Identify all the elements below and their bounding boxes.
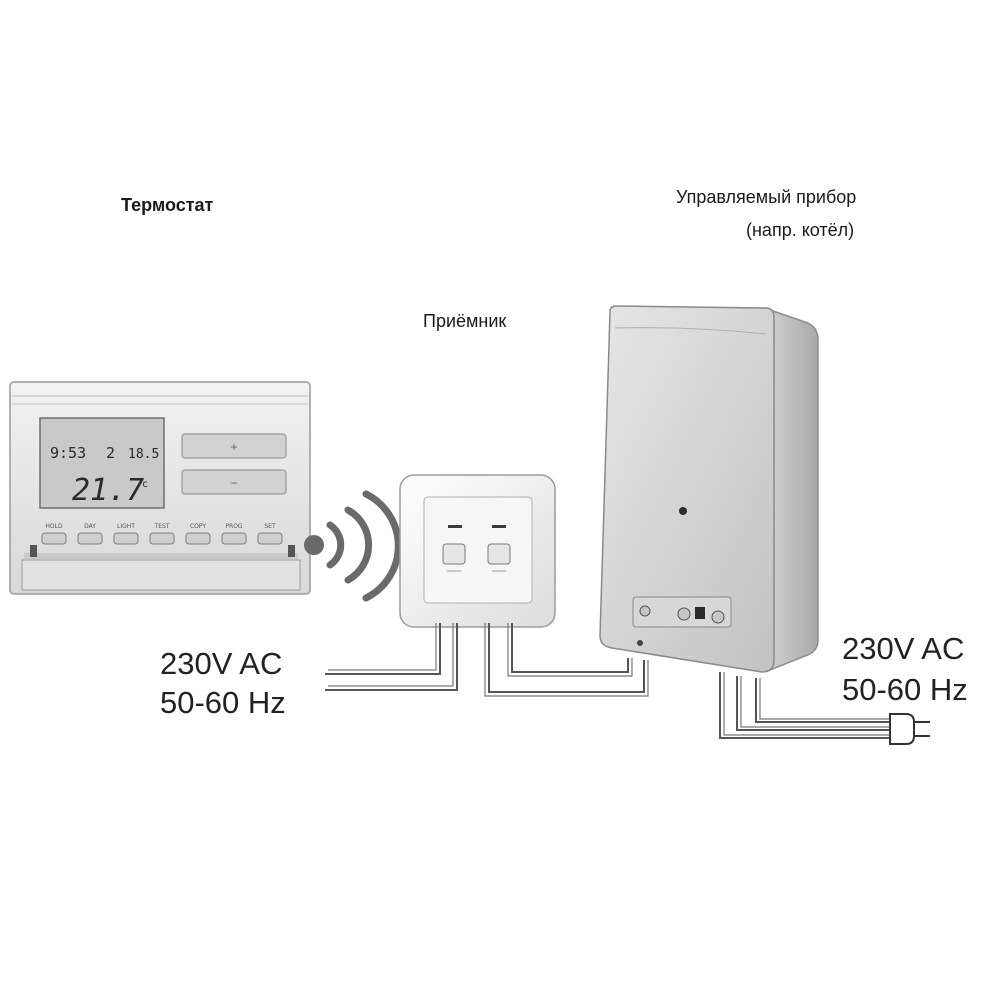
receiver-boiler-wire-2 <box>511 623 629 673</box>
right-power-frequency: 50-60 Hz <box>842 672 968 707</box>
thermostat-bottom-cover <box>21 559 301 591</box>
boiler-power-switch[interactable] <box>695 607 705 619</box>
device-label-line1: Управляемый прибор <box>676 187 857 207</box>
thermostat-button-light[interactable] <box>113 532 139 545</box>
boiler-knob-mid[interactable] <box>677 607 691 621</box>
wiring <box>325 623 890 739</box>
thermostat-button-day[interactable] <box>77 532 103 545</box>
boiler-side <box>769 308 819 672</box>
minus-button[interactable] <box>181 469 287 495</box>
thermostat-lcd <box>39 417 165 509</box>
thermostat-button-label-test: TEST <box>154 523 170 530</box>
signal-source-dot <box>304 535 324 555</box>
boiler-knob-left[interactable] <box>639 605 651 617</box>
right-power-voltage: 230V AC <box>842 631 965 666</box>
receiver-label: Приёмник <box>423 311 507 331</box>
thermostat-button-label-prog: PROG <box>225 523 243 530</box>
wireless-signal <box>304 490 402 602</box>
boiler-plug-wire-2 <box>736 676 890 731</box>
lcd-day: 2 <box>106 444 115 462</box>
thermostat-button-label-hold: HOLD <box>45 523 63 530</box>
thermostat-button-test[interactable] <box>149 532 175 545</box>
thermostat-button-label-light: LIGHT <box>117 523 135 530</box>
left-power-wire-1 <box>325 623 441 675</box>
thermostat-button-label-day: DAY <box>84 523 96 530</box>
thermostat-button-copy[interactable] <box>185 532 211 545</box>
thermostat-button-hold[interactable] <box>41 532 67 545</box>
boiler <box>599 305 819 673</box>
plus-label: + <box>230 440 237 454</box>
minus-label: − <box>230 476 237 490</box>
lcd-unit: c <box>142 479 148 490</box>
boiler-plug-wire-3 <box>755 678 890 723</box>
power-plug <box>889 713 930 745</box>
thermostat-button-label-set: SET <box>264 523 276 530</box>
thermostat-left-clip <box>30 545 37 557</box>
left-power-wire-2 <box>325 623 458 691</box>
left-power-voltage: 230V AC <box>160 646 283 681</box>
thermostat-button-prog[interactable] <box>221 532 247 545</box>
boiler-knob-right[interactable] <box>711 610 725 624</box>
thermostat-label: Термостат <box>121 195 214 215</box>
plus-button[interactable] <box>181 433 287 459</box>
boiler-front <box>599 305 775 673</box>
thermostat-right-clip <box>288 545 295 557</box>
device-label-line2: (напр. котёл) <box>746 220 855 240</box>
boiler-indicator-dot <box>679 507 687 515</box>
boiler-plug-wire-1 <box>719 672 890 739</box>
lcd-temp-small: 18.5 <box>128 447 159 462</box>
thermostat-button-label-copy: COPY <box>190 523 206 530</box>
receiver <box>399 474 556 628</box>
receiver-left-button[interactable] <box>442 543 466 565</box>
receiver-right-button[interactable] <box>487 543 511 565</box>
lcd-temp-main: 21.7 <box>72 473 144 508</box>
receiver-boiler-wire-1 <box>488 623 645 693</box>
left-power-frequency: 50-60 Hz <box>160 685 286 720</box>
thermostat-button-set[interactable] <box>257 532 283 545</box>
receiver-inner-plate <box>423 496 533 604</box>
thermostat: 9:53 2 18.5 21.7 c + − HOLD DAY LIGHT TEST C… <box>9 381 311 595</box>
thermostat-button-row: HOLD DAY LIGHT TEST COPY PROG SET <box>41 523 283 545</box>
lcd-time: 9:53 <box>50 444 86 462</box>
